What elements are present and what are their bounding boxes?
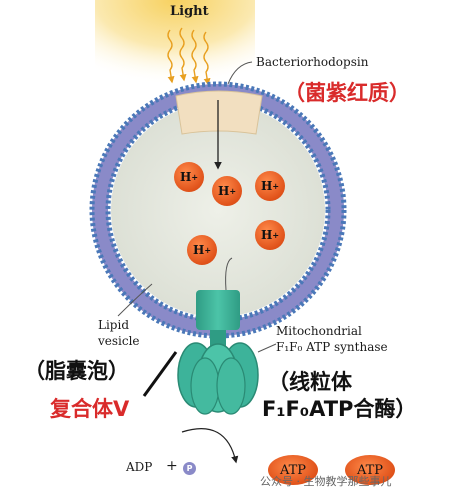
synthase-label-line1: Mitochondrial <box>276 324 362 338</box>
proton-flow-arrow <box>225 257 233 291</box>
lipid-vesicle-label-line2: vesicle <box>98 334 140 348</box>
bacteriorhodopsin-leader <box>227 61 253 85</box>
synthase-leader <box>257 343 277 353</box>
proton: H+ <box>255 171 285 201</box>
complex-v-pointer <box>142 351 178 397</box>
proton: H+ <box>212 176 242 206</box>
bacteriorhodopsin-cn-label: （菌紫红质） <box>284 81 410 105</box>
lipid-vesicle-label-line1: Lipid <box>98 318 130 332</box>
light-glow <box>95 0 255 95</box>
bacteriorhodopsin-label: Bacteriorhodopsin <box>256 55 369 69</box>
watermark: 公众号 · 生物教学那些事儿 <box>260 475 392 488</box>
adp-label: ADP <box>126 460 153 474</box>
vesicle-leader <box>117 283 153 317</box>
atp-synthase <box>177 290 259 415</box>
proton: H+ <box>255 220 285 250</box>
plus-sign: + <box>166 458 178 474</box>
reaction-arrow <box>181 428 239 464</box>
proton: H+ <box>174 162 204 192</box>
atp-molecule: ATP <box>345 455 395 485</box>
complex-v-cn-label: 复合体V <box>50 397 130 421</box>
synthase-cn-label-line1: （线粒体 <box>268 370 352 394</box>
lipid-vesicle-cn-label: （脂囊泡） <box>24 359 129 383</box>
phosphate-icon: P <box>183 462 196 475</box>
atp-molecule: ATP <box>268 455 318 485</box>
proton: H+ <box>187 235 217 265</box>
synthase-cn-label-line2: F₁F₀ATP合酶） <box>262 397 417 421</box>
light-label: Light <box>170 4 209 19</box>
bacteriorhodopsin-protein <box>175 90 263 135</box>
synthase-label-line2: F₁F₀ ATP synthase <box>276 340 388 354</box>
light-rays <box>167 27 211 86</box>
